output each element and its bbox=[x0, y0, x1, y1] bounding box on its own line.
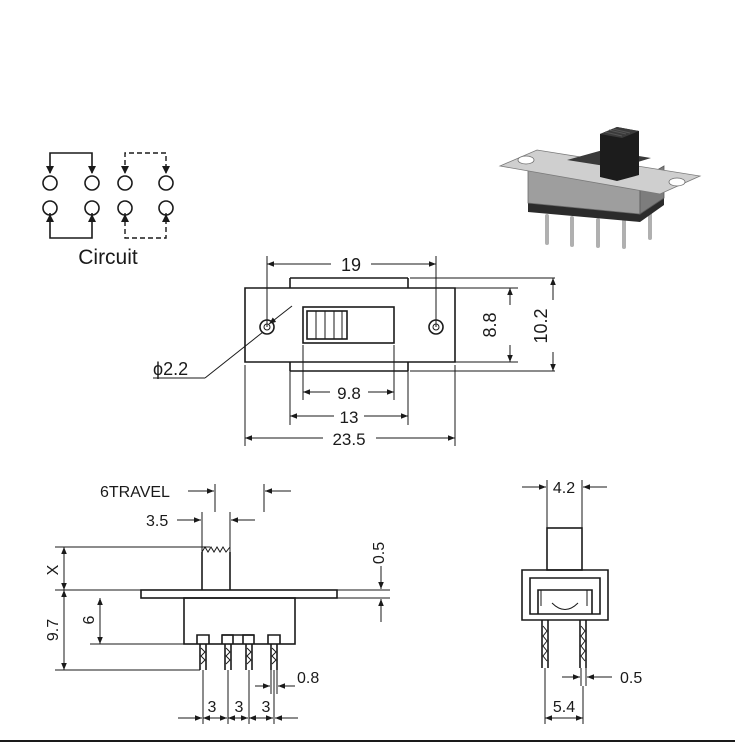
end-view-actuator bbox=[546, 527, 583, 571]
circuit-diagram: Circuit bbox=[42, 152, 174, 269]
end-view-housing bbox=[521, 569, 609, 621]
dim-pitch-1: 3 bbox=[208, 699, 217, 716]
mounting-hole-right bbox=[428, 319, 444, 335]
dim-actuator-width: 3.5 bbox=[146, 513, 168, 530]
dim-end-actuator-width: 4.2 bbox=[553, 480, 575, 497]
top-view-plate bbox=[244, 287, 456, 363]
top-view-slot bbox=[302, 306, 395, 344]
dim-pin-width: 0.8 bbox=[297, 670, 319, 687]
dim-width-holes: 19 bbox=[341, 255, 361, 275]
dim-height-outer: 10.2 bbox=[531, 308, 551, 343]
dim-pitch-3: 3 bbox=[262, 699, 271, 716]
circuit-link-top-right bbox=[124, 152, 167, 173]
top-view: 19 8.8 10.2 ϕ2.2 9.8 13 23.5 bbox=[153, 255, 556, 449]
dim-end-pin-spacing: 5.4 bbox=[553, 699, 575, 716]
mounting-hole-left bbox=[259, 319, 275, 335]
dim-total-height: 9.7 bbox=[45, 619, 62, 641]
side-view: 6TRAVEL 3.5 X 9.7 6 0.5 bbox=[45, 484, 390, 724]
dim-travel: 6TRAVEL bbox=[100, 484, 170, 501]
circuit-link-top-left bbox=[49, 152, 93, 173]
dim-slot-outer: 13 bbox=[340, 408, 359, 427]
side-view-body bbox=[183, 597, 296, 645]
dim-plate-thickness: 0.5 bbox=[371, 542, 388, 564]
dim-body-height: 6 bbox=[81, 615, 98, 624]
circuit-label: Circuit bbox=[78, 246, 138, 269]
dim-pitch-2: 3 bbox=[235, 699, 244, 716]
side-view-plate bbox=[140, 589, 338, 599]
dim-overall-width: 23.5 bbox=[332, 430, 365, 449]
product-render bbox=[498, 127, 702, 249]
dim-end-pin-thickness: 0.5 bbox=[620, 670, 642, 687]
circuit-link-bottom-left bbox=[49, 213, 93, 239]
top-view-actuator bbox=[306, 310, 348, 340]
dim-actuator-height: X bbox=[45, 564, 62, 575]
dim-hole-diameter: ϕ2.2 bbox=[153, 359, 188, 379]
circuit-link-bottom-right bbox=[124, 213, 167, 239]
end-view: 4.2 0.5 5.4 bbox=[521, 480, 642, 724]
side-view-pins bbox=[199, 644, 278, 670]
dim-height-inner: 8.8 bbox=[480, 312, 500, 337]
dim-slot-inner: 9.8 bbox=[337, 384, 361, 403]
